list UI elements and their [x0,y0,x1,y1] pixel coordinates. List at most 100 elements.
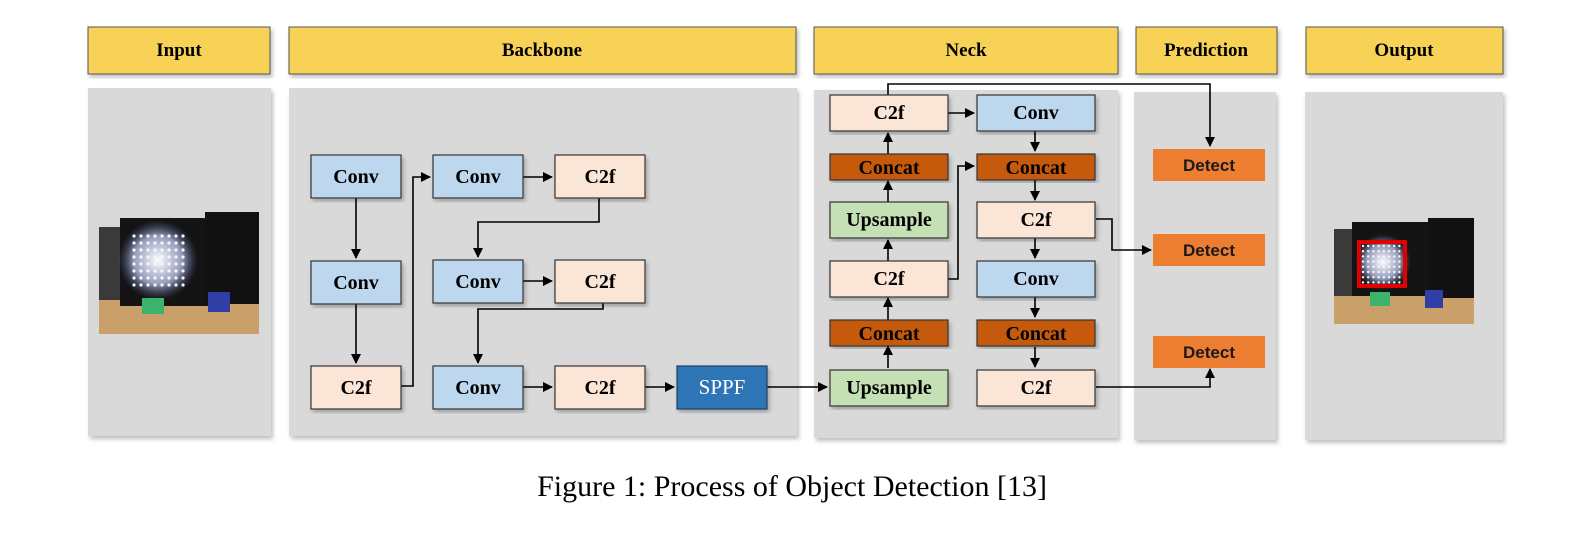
backbone-sppf: SPPF [676,365,768,410]
led-dot [153,283,157,287]
backbone-c2f-2-label: C2f [584,166,615,188]
led-dot [181,283,185,287]
led-dot [1361,250,1365,253]
led-dot [153,262,157,266]
neck-upsample-2-label: Upsample [846,377,932,399]
header-neck: Neck [813,26,1119,75]
neck-conv-top-label: Conv [1013,102,1059,124]
led-dot [160,234,164,238]
led-dot [167,241,171,245]
neck-upsample-2: Upsample [829,369,949,407]
led-dot [139,262,143,266]
led-dot [160,283,164,287]
header-input: Input [87,26,271,75]
led-dot [1361,244,1365,248]
led-dot [146,276,150,280]
led-dot [146,255,150,259]
neck-concat-1-label: Concat [858,157,919,179]
led-dot [153,255,157,259]
figure-caption: Figure 1: Process of Object Detection [1… [537,470,1047,503]
detection-bbox [1357,240,1407,288]
led-dot [1377,250,1380,253]
led-dot [181,262,185,266]
neck-concat-4-label: Concat [1005,323,1066,345]
led-dot [1393,281,1396,284]
prediction-detect-2-label: Detect [1183,241,1235,260]
led-dot [174,255,178,259]
led-dot [1382,265,1386,268]
led-dot [167,255,171,259]
led-dot [139,241,143,245]
led-dot [1393,260,1396,263]
led-dot [1367,265,1370,268]
led-dot [1382,260,1386,263]
led-dot [174,241,178,245]
backbone-c2f-3-label: C2f [584,271,615,293]
led-dot [181,248,185,252]
prediction-detect-2: Detect [1153,234,1265,266]
led-dot [132,241,136,245]
led-dot [160,269,164,273]
led-dot [146,248,150,252]
neck-concat-4: Concat [976,319,1096,347]
led-dot [1377,270,1380,274]
led-dot [1377,255,1380,258]
led-dot [1372,281,1375,284]
led-dot [132,269,136,273]
backbone-c2f-3: C2f [554,259,646,304]
led-dot [1382,270,1386,274]
neck-conv-right-label: Conv [1013,268,1059,290]
led-dot [1387,250,1391,253]
led-dot [1398,260,1401,263]
edges [351,83,1215,392]
led-dot [1367,255,1370,258]
header-prediction: Prediction [1135,26,1278,75]
prediction-detect-1-label: Detect [1183,156,1235,175]
led-dot [139,269,143,273]
led-dot [1382,281,1386,284]
header-output-label: Output [1374,40,1434,61]
led-dot [181,269,185,273]
led-dot [1361,255,1365,258]
led-dot [1387,270,1391,274]
backbone-c2f-4: C2f [554,365,646,410]
neck-conv-top: Conv [976,94,1096,132]
header-prediction-label: Prediction [1164,40,1249,61]
led-dot [1382,250,1386,253]
led-dot [1377,281,1380,284]
diagram-canvas: Input Backbone Neck Prediction Output [87,26,1504,440]
led-dot [139,255,143,259]
output-image [1334,195,1474,324]
backbone-conv-2: Conv [310,260,402,305]
led-dot [146,262,150,266]
led-dot [167,283,171,287]
led-dot [181,276,185,280]
led-dot [132,234,136,238]
led-dot [1361,265,1365,268]
neck-c2f-left: C2f [829,260,949,298]
neck-concat-3-label: Concat [858,323,919,345]
led-dot [1382,244,1386,248]
led-dot [1393,270,1396,274]
led-dot [1393,244,1396,248]
backbone-conv-1-label: Conv [333,166,379,188]
led-dot [132,255,136,259]
led-dot [1398,250,1401,253]
led-dot [174,283,178,287]
led-dot [1361,270,1365,274]
led-dot [160,248,164,252]
led-dot [174,248,178,252]
led-dot [174,276,178,280]
backbone-c2f-1-label: C2f [340,377,371,399]
led-dot [1361,276,1365,279]
header-neck-label: Neck [945,40,987,61]
backbone-c2f-1: C2f [310,365,402,410]
led-dot [1367,244,1370,248]
backbone-sppf-label: SPPF [699,375,746,399]
led-dot [181,255,185,259]
led-dot [1398,255,1401,258]
led-dot [153,276,157,280]
neck-concat-2-label: Concat [1005,157,1066,179]
led-dot [132,276,136,280]
led-dot [1398,265,1401,268]
